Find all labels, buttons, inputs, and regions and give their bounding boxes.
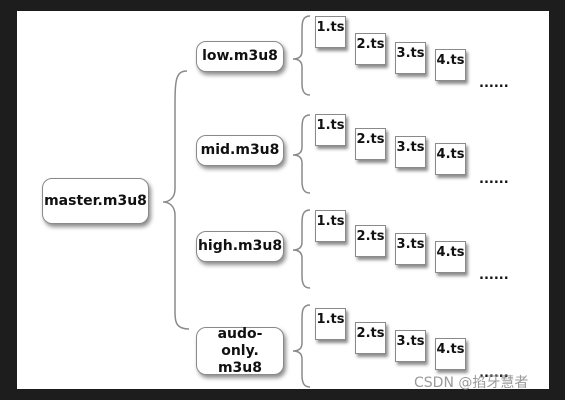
segment-box: 3.ts [395,330,426,362]
low-playlist-node: low.m3u8 [196,41,284,72]
high-playlist-node: high.m3u8 [196,231,284,262]
brace-low [292,15,311,96]
brace-high [292,209,311,289]
segment-label: 2.ts [356,132,385,147]
brace-mid [292,114,311,194]
more-segments-ellipsis: ...... [479,76,509,91]
segment-label: 4.ts [436,342,465,357]
more-segments-ellipsis: ...... [479,268,509,283]
segment-label: 1.ts [316,214,345,229]
diagram-canvas: master.m3u8 low.m3u8 mid.m3u8 high.m3u8 … [17,11,549,389]
audio-only-playlist-node: audo-only. m3u8 [196,325,284,376]
connector-lines [162,15,311,388]
audio-only-label-line1: audo-only. [217,325,263,359]
segment-label: 1.ts [316,312,345,327]
audio-only-label-line2: m3u8 [217,359,263,376]
segment-label: 2.ts [356,326,385,341]
segment-label: 1.ts [316,20,345,35]
segment-box: 1.ts [315,114,346,146]
segment-box: 2.ts [355,128,386,160]
segment-label: 1.ts [316,118,345,133]
mid-playlist-label: mid.m3u8 [200,142,280,158]
segment-box: 2.ts [355,322,386,354]
more-segments-ellipsis: ...... [479,366,509,381]
master-playlist-label: master.m3u8 [44,192,147,209]
mid-playlist-node: mid.m3u8 [196,135,284,166]
segment-label: 4.ts [436,245,465,260]
brace-audio [292,304,311,388]
segment-label: 3.ts [396,140,425,155]
segment-box: 4.ts [435,338,466,370]
segment-box: 2.ts [355,33,386,65]
segment-box: 1.ts [315,210,346,242]
segment-box: 3.ts [395,136,426,168]
segment-box: 4.ts [435,143,466,175]
segment-label: 4.ts [436,53,465,68]
watermark-text: CSDN @掐牙慧者 [414,375,529,391]
segment-label: 4.ts [436,147,465,162]
more-segments-ellipsis: ...... [479,172,509,187]
segment-box: 3.ts [395,233,426,265]
segment-box: 4.ts [435,49,466,81]
segment-box: 2.ts [355,225,386,257]
segment-label: 3.ts [396,334,425,349]
low-playlist-label: low.m3u8 [202,48,278,64]
master-playlist-node: master.m3u8 [42,178,149,224]
segment-box: 3.ts [395,42,426,74]
high-playlist-label: high.m3u8 [197,238,283,254]
root-brace [162,70,190,330]
segment-box: 1.ts [315,308,346,340]
segment-label: 2.ts [356,37,385,52]
segment-box: 4.ts [435,241,466,273]
segment-box: 1.ts [315,16,346,48]
segment-label: 3.ts [396,46,425,61]
segment-label: 3.ts [396,237,425,252]
segment-label: 2.ts [356,229,385,244]
